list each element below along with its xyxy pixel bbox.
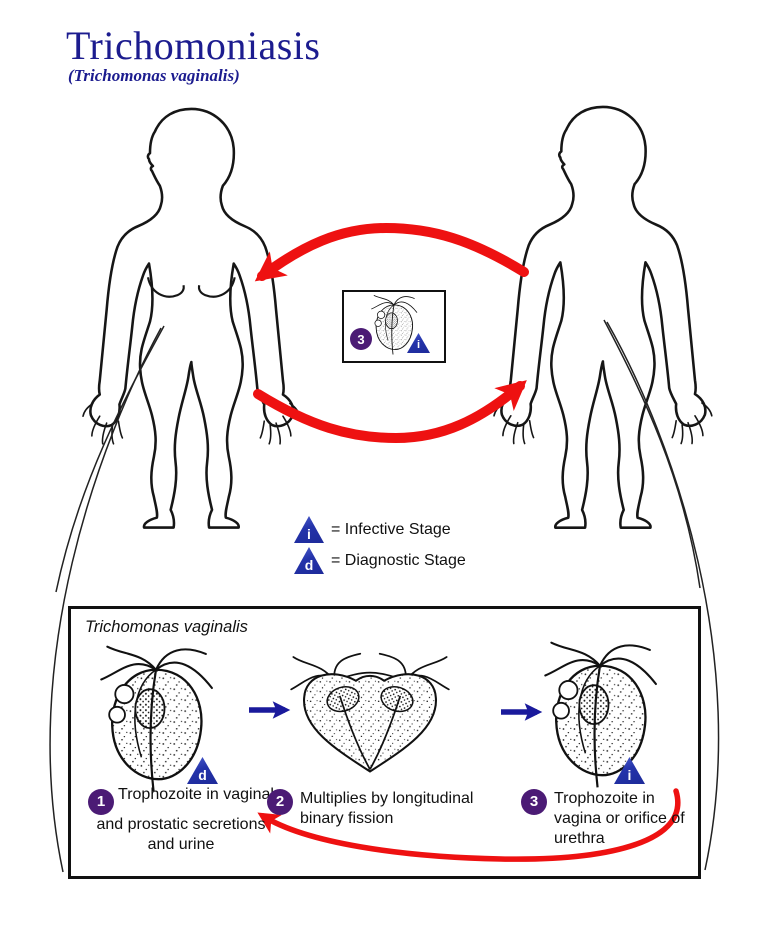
diagnostic-triangle-icon: d (294, 547, 324, 574)
stage-1-number: 1 (96, 793, 106, 810)
male-figure (492, 105, 714, 529)
step-arrow-2-icon (501, 703, 543, 721)
stage-1-caption: 1 Trophozoite in vaginal and prostatic s… (83, 785, 279, 855)
legend-diagnostic-row: d = Diagnostic Stage (294, 547, 466, 574)
legend-infective-label: = Infective Stage (331, 520, 451, 538)
female-chest-lines (146, 277, 236, 298)
legend-infective-row: i = Infective Stage (294, 516, 451, 543)
lifecycle-box: Trichomonas vaginalis d i 1 Trophozoite … (68, 606, 701, 879)
infective-letter: i (416, 339, 421, 351)
return-arrow (257, 788, 681, 862)
stage-2-text: Multiplies by longitudinal binary fissio… (300, 790, 474, 827)
stage-3-caption: 3 Trophozoite in vagina or orifice of ur… (521, 789, 686, 849)
step-arrow-1-icon (249, 701, 291, 719)
cycle-arrow-bottom (253, 380, 527, 444)
diagnostic-letter: d (198, 767, 207, 783)
stage-3-number: 3 (529, 793, 539, 810)
page-title: Trichomoniasis (66, 23, 321, 68)
stage-3-badge: 3 (350, 328, 372, 350)
stage-3-badge: 3 (521, 789, 547, 815)
infective-letter: i (307, 526, 311, 542)
stage-2-caption: 2 Multiplies by longitudinal binary fiss… (267, 789, 492, 829)
stage-2-badge: 2 (267, 789, 293, 815)
stage-1-badge: 1 (88, 789, 115, 815)
stage-3-number: 3 (357, 331, 365, 347)
diagnostic-letter: d (304, 557, 314, 573)
stage-1-text: Trophozoite in vaginal and prostatic sec… (96, 786, 274, 853)
legend-diagnostic-label: = Diagnostic Stage (331, 551, 466, 569)
infective-letter: i (627, 767, 632, 783)
page-subtitle: (Trichomonas vaginalis) (68, 66, 240, 85)
lifecycle-box-label: Trichomonas vaginalis (85, 618, 248, 636)
stage-3-text: Trophozoite in vagina or orifice of uret… (554, 790, 685, 847)
cycle-arrow-top (254, 222, 529, 282)
transmission-stage-box: 3 i (342, 290, 446, 363)
stage-2-number: 2 (275, 793, 285, 810)
infective-triangle-icon: i (294, 516, 324, 543)
female-figure (81, 107, 301, 529)
